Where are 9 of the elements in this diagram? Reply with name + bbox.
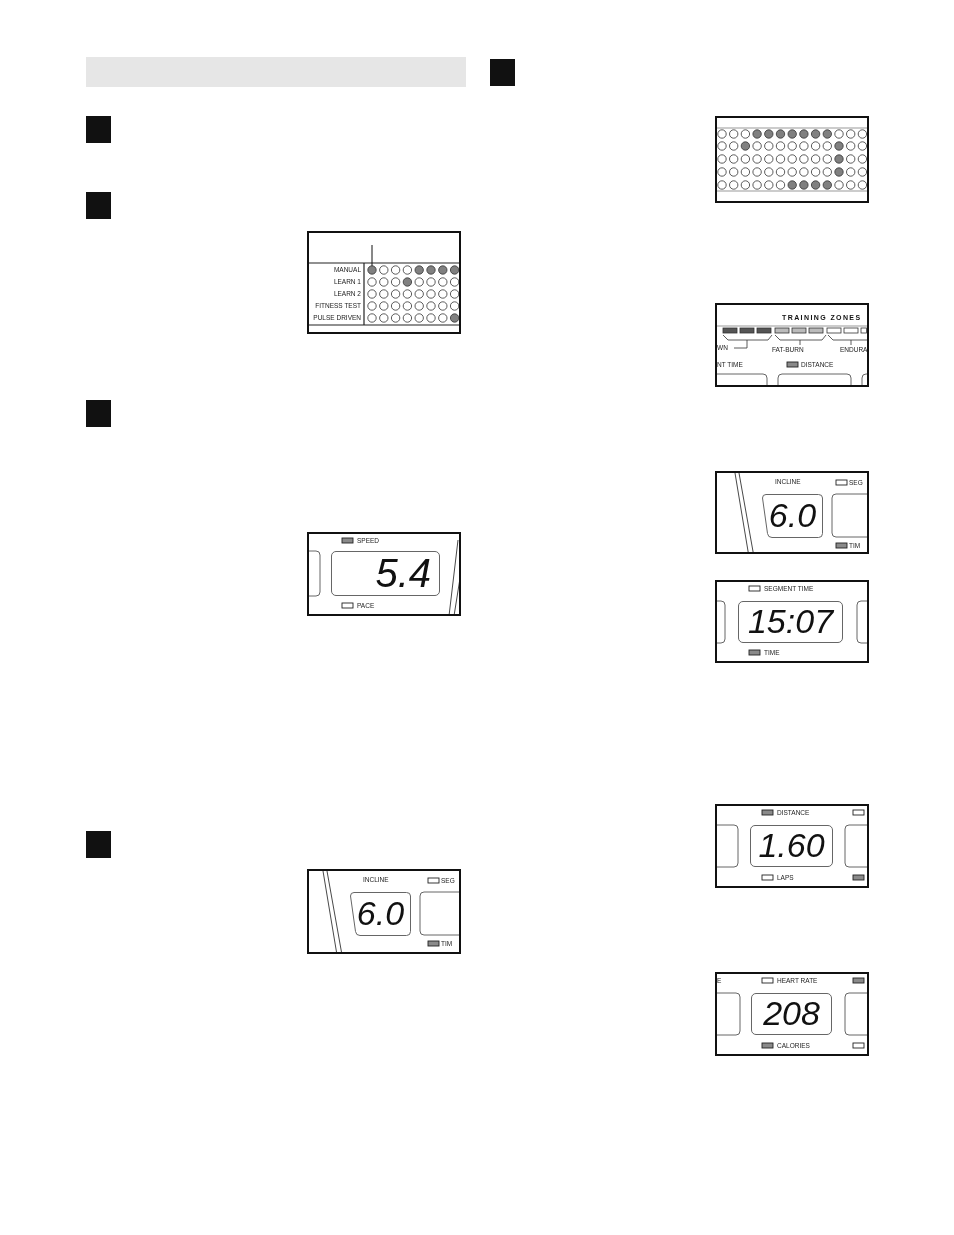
leader-line	[371, 244, 373, 267]
display-readout: 6.0	[768, 503, 817, 529]
display-readout: 208	[763, 1001, 820, 1027]
display-readout: 1.60	[758, 833, 825, 859]
heading-bar	[86, 57, 466, 87]
display-readout: 15:07	[747, 609, 834, 635]
display-readout: 6.0	[356, 901, 405, 927]
display-readout: 5.4	[375, 558, 431, 589]
led-dot-icon	[367, 265, 377, 275]
